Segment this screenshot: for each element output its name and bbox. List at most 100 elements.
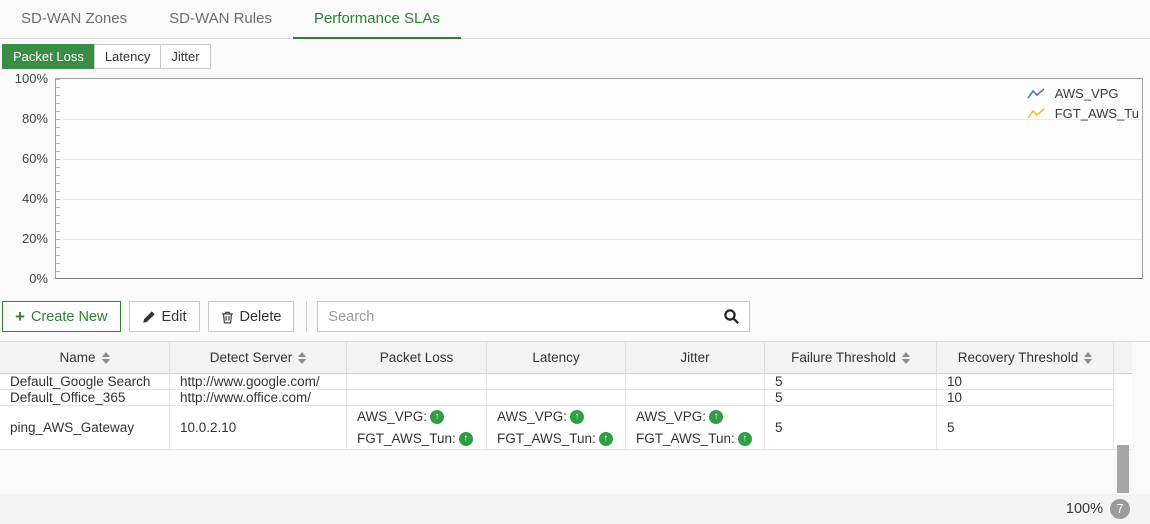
cell-packet-loss[interactable]: AWS_VPG:↑ FGT_AWS_Tun:↑	[347, 406, 487, 450]
table-grid: Name Detect Server Packet Loss Latency J…	[0, 342, 1150, 493]
main-tab-bar: SD-WAN Zones SD-WAN Rules Performance SL…	[0, 0, 1150, 39]
status-bar: 100% 7	[0, 494, 1150, 524]
cell-latency[interactable]	[487, 374, 626, 390]
create-new-button[interactable]: + Create New	[2, 301, 121, 332]
cell-latency[interactable]: AWS_VPG:↑ FGT_AWS_Tun:↑	[487, 406, 626, 450]
zoom-level: 100%	[1065, 501, 1103, 517]
subtab-latency[interactable]: Latency	[93, 44, 162, 69]
legend-item-aws-vpg[interactable]: AWS_VPG	[1027, 86, 1139, 101]
gridline	[56, 159, 1142, 160]
legend-label: AWS_VPG	[1054, 86, 1119, 101]
y-axis-label: 80%	[21, 111, 48, 126]
member-label: FGT_AWS_Tun:	[497, 431, 596, 446]
cell-jitter[interactable]	[626, 390, 765, 406]
metric-subtabs: Packet Loss Latency Jitter	[2, 44, 211, 69]
column-header-failure-threshold[interactable]: Failure Threshold	[765, 342, 937, 374]
tab-performance-slas[interactable]: Performance SLAs	[292, 0, 461, 39]
status-up-icon: ↑	[458, 431, 473, 446]
column-label: Latency	[532, 350, 580, 365]
tab-sdwan-rules[interactable]: SD-WAN Rules	[169, 10, 272, 27]
trash-icon	[221, 311, 233, 323]
cell-jitter[interactable]: AWS_VPG:↑ FGT_AWS_Tun:↑	[626, 406, 765, 450]
cell-recovery-threshold[interactable]: 10	[937, 390, 1114, 406]
search-box	[317, 301, 751, 332]
gridline	[56, 199, 1142, 200]
column-label: Jitter	[680, 350, 710, 365]
subtab-jitter[interactable]: Jitter	[160, 44, 211, 69]
y-axis-minor-ticks	[56, 79, 60, 278]
column-header-recovery-threshold[interactable]: Recovery Threshold	[937, 342, 1114, 374]
legend-label: FGT_AWS_Tu	[1054, 106, 1139, 121]
cell-packet-loss[interactable]	[347, 390, 487, 406]
cell-packet-loss[interactable]	[347, 374, 487, 390]
table-scrollbar[interactable]	[1114, 374, 1132, 493]
plus-icon: +	[15, 307, 25, 326]
y-axis-label: 60%	[21, 151, 48, 166]
column-label: Packet Loss	[379, 350, 454, 365]
cell-latency[interactable]	[487, 390, 626, 406]
subtab-packet-loss[interactable]: Packet Loss	[2, 44, 95, 69]
member-label: AWS_VPG:	[357, 409, 428, 424]
cell-detect-server[interactable]: http://www.office.com/	[170, 390, 347, 406]
delete-label: Delete	[239, 308, 282, 325]
cell-jitter[interactable]	[626, 374, 765, 390]
status-up-icon: ↑	[430, 409, 445, 424]
cell-failure-threshold[interactable]: 5	[765, 390, 937, 406]
column-header-packet-loss[interactable]: Packet Loss	[347, 342, 487, 374]
column-header-detect-server[interactable]: Detect Server	[170, 342, 347, 374]
y-axis-label: 0%	[29, 271, 48, 286]
cell-name[interactable]: Default_Google Search	[0, 374, 170, 390]
line-series-icon	[1027, 87, 1045, 98]
column-label: Detect Server	[209, 350, 293, 365]
line-series-icon	[1027, 107, 1045, 118]
toolbar-separator	[306, 301, 308, 332]
cell-recovery-threshold[interactable]: 10	[937, 374, 1114, 390]
chart-plot-area: AWS_VPG FGT_AWS_Tu	[55, 78, 1143, 279]
cell-detect-server[interactable]: http://www.google.com/	[170, 374, 347, 390]
y-axis-label: 100%	[14, 71, 48, 86]
sort-icon	[901, 351, 910, 364]
cell-failure-threshold[interactable]: 5	[765, 406, 937, 450]
column-label: Name	[59, 350, 96, 365]
cell-detect-server[interactable]: 10.0.2.10	[170, 406, 347, 450]
column-label: Recovery Threshold	[957, 350, 1079, 365]
cell-name[interactable]: ping_AWS_Gateway	[0, 406, 170, 450]
record-count-badge[interactable]: 7	[1110, 499, 1130, 519]
edit-label: Edit	[161, 308, 187, 325]
sort-icon	[101, 351, 110, 364]
column-header-name[interactable]: Name	[0, 342, 170, 374]
cell-failure-threshold[interactable]: 5	[765, 374, 937, 390]
scrollbar-thumb[interactable]	[1117, 445, 1129, 493]
search-input[interactable]	[318, 302, 714, 331]
member-label: FGT_AWS_Tun:	[636, 431, 735, 446]
legend-item-fgt-aws-tun[interactable]: FGT_AWS_Tu	[1027, 106, 1139, 121]
search-button[interactable]	[713, 302, 750, 331]
sla-table: Name Detect Server Packet Loss Latency J…	[0, 341, 1150, 493]
packet-loss-chart: 100% 80% 60% 40% 20% 0% AWS_VPG FGT_AWS_…	[0, 71, 1150, 286]
column-header-scroll-spacer	[1114, 342, 1132, 374]
column-header-jitter[interactable]: Jitter	[626, 342, 765, 374]
gridline	[56, 239, 1142, 240]
member-label: AWS_VPG:	[636, 409, 707, 424]
pencil-icon	[142, 310, 155, 323]
cell-name[interactable]: Default_Office_365	[0, 390, 170, 406]
cell-recovery-threshold[interactable]: 5	[937, 406, 1114, 450]
sort-icon	[298, 351, 307, 364]
tab-sdwan-zones[interactable]: SD-WAN Zones	[21, 10, 128, 27]
y-axis-label: 40%	[21, 191, 48, 206]
delete-button[interactable]: Delete	[207, 301, 295, 332]
column-header-latency[interactable]: Latency	[487, 342, 626, 374]
status-up-icon: ↑	[737, 431, 752, 446]
member-label: AWS_VPG:	[497, 409, 568, 424]
member-label: FGT_AWS_Tun:	[357, 431, 456, 446]
chart-legend: AWS_VPG FGT_AWS_Tu	[1027, 86, 1139, 121]
create-new-label: Create New	[30, 308, 108, 325]
status-up-icon: ↑	[709, 409, 724, 424]
y-axis-label: 20%	[21, 231, 48, 246]
edit-button[interactable]: Edit	[128, 301, 200, 332]
status-up-icon: ↑	[570, 409, 585, 424]
table-toolbar: + Create New Edit Delete	[2, 301, 1150, 332]
column-label: Failure Threshold	[791, 350, 896, 365]
search-icon	[724, 309, 739, 324]
sort-icon	[1084, 351, 1093, 364]
